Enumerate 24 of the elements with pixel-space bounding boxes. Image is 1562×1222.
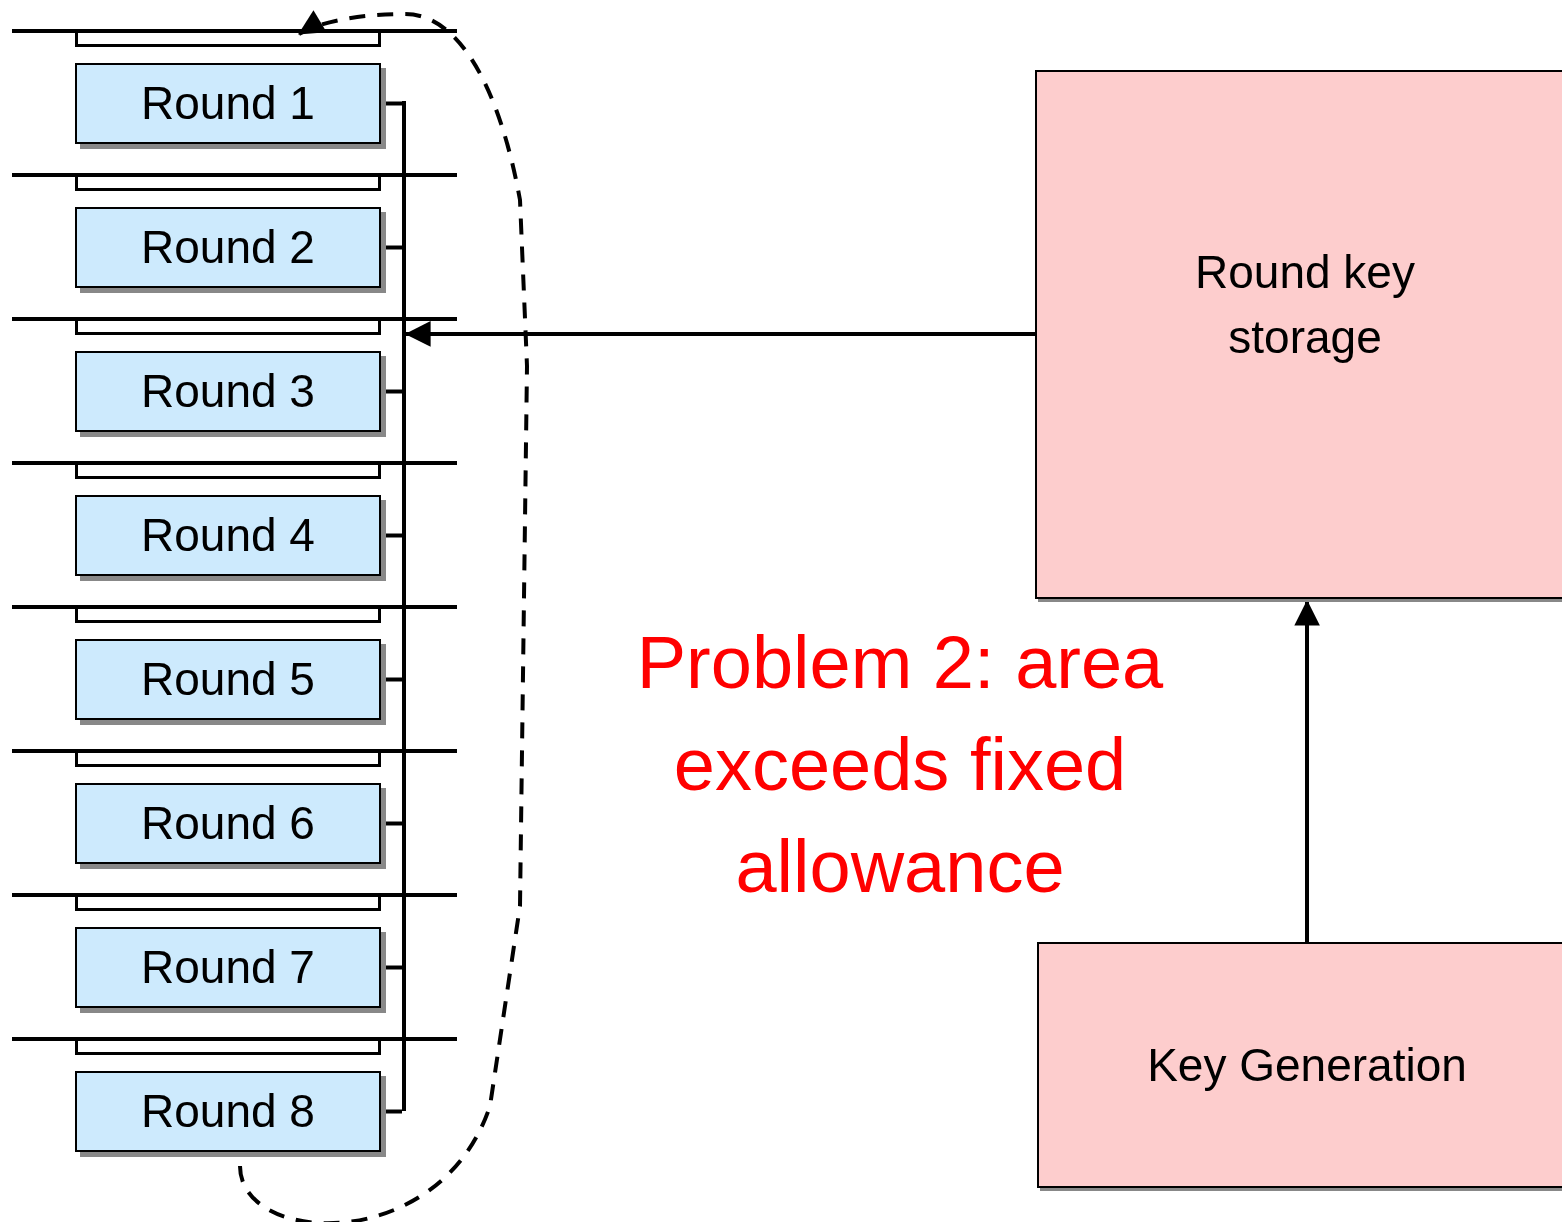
box-label: Round 5 [141,652,315,708]
register-bar [75,750,381,767]
problem-note: Problem 2: area exceeds fixed allowance [635,620,1165,910]
box-label: Round 1 [141,76,315,132]
box-label: Round key storage [1194,245,1416,365]
dashed-arrow [238,10,529,1222]
box-label: Round 3 [141,364,315,420]
storage-box [1035,70,1562,599]
box-label: Round 4 [141,508,315,564]
arrow [1294,600,1320,942]
register-bar [75,1038,381,1055]
register-bar [75,174,381,191]
box-label: Key Generation [1147,1037,1467,1093]
box-label: Round 7 [141,940,315,996]
process-box [1037,942,1562,1188]
register-bar [75,318,381,335]
register-bar [75,30,381,47]
register-bar [75,462,381,479]
box-label: Round 8 [141,1084,315,1140]
register-bar [75,606,381,623]
box-label: Round 6 [141,796,315,852]
arrow [405,321,1035,347]
register-bar [75,894,381,911]
box-label: Round 2 [141,220,315,276]
